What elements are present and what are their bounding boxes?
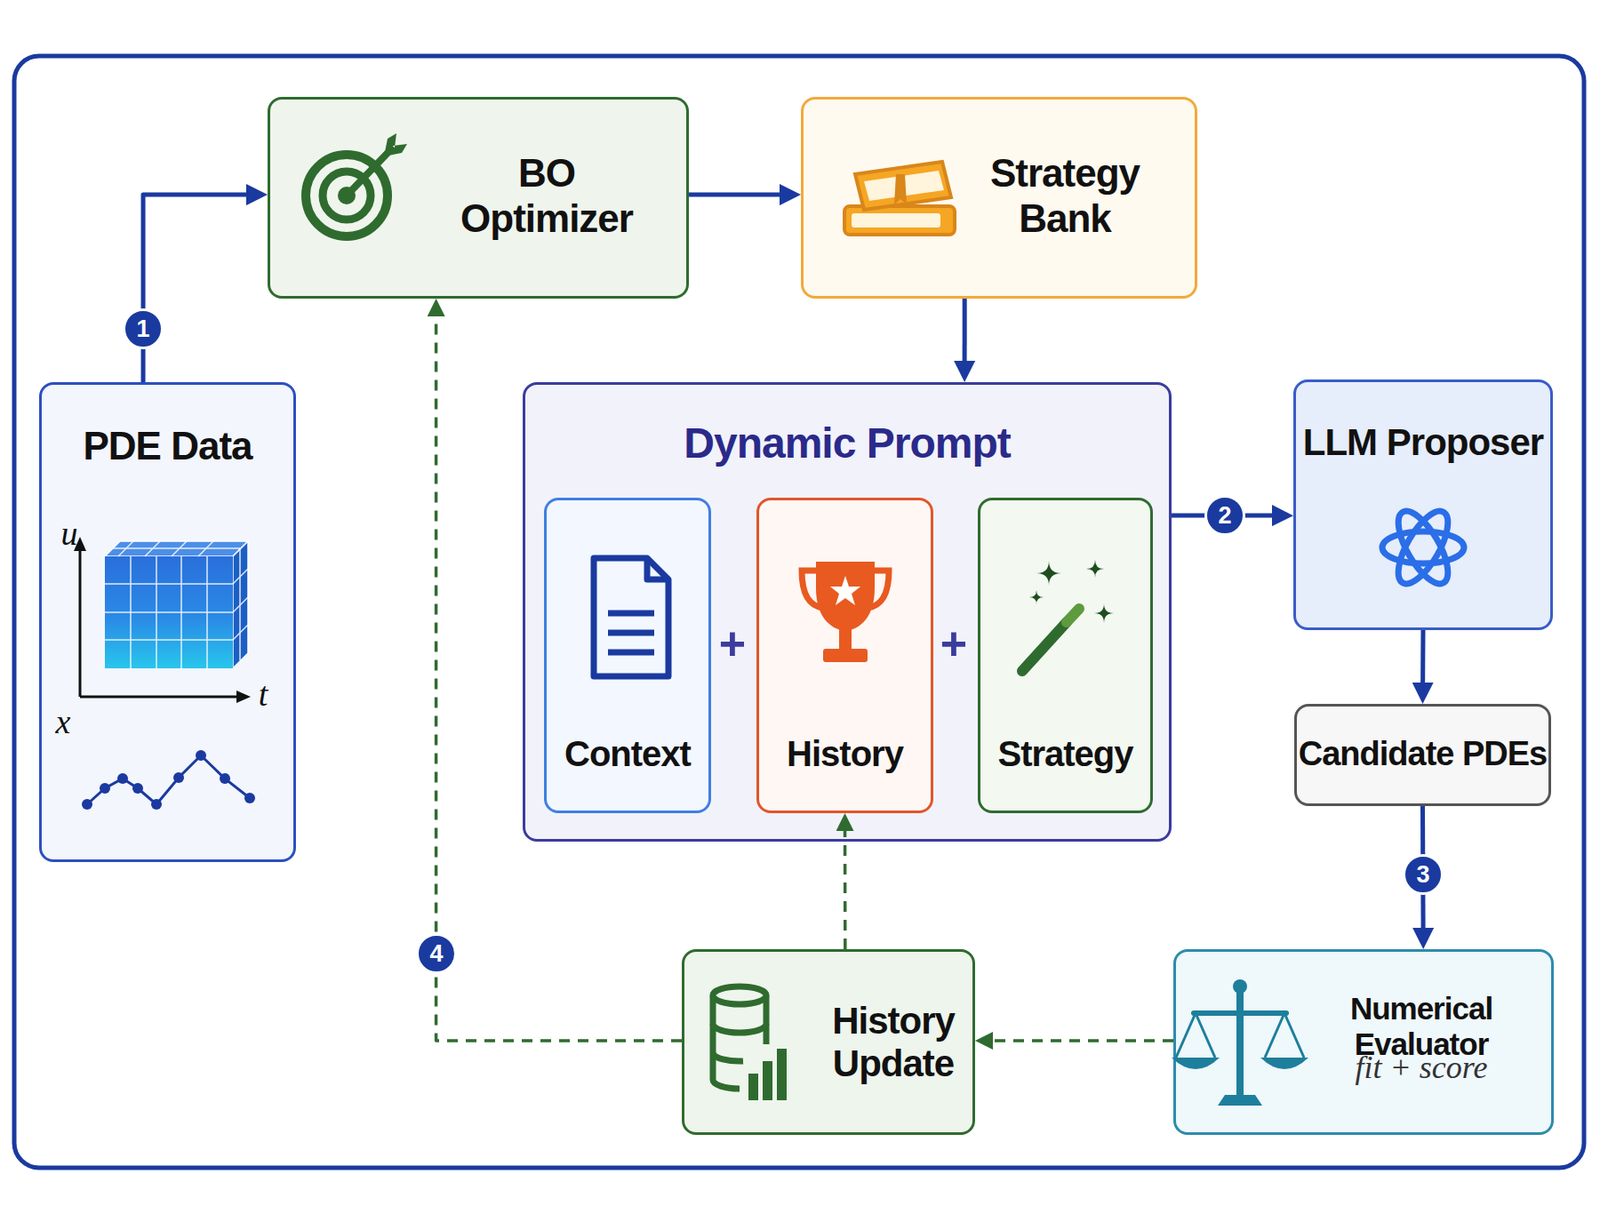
books-icon xyxy=(844,161,955,235)
target-icon xyxy=(305,133,408,237)
llm-logo xyxy=(1382,504,1464,592)
flow-arrow xyxy=(688,192,791,198)
flow-arrow xyxy=(962,298,968,372)
candidates-box: Candidate PDEs xyxy=(1294,704,1552,807)
node-title: Strategy Bank xyxy=(961,151,1168,241)
pde-data-illustration xyxy=(73,536,256,810)
node-title: PDE Data xyxy=(41,424,294,470)
node-subtitle: fit + score xyxy=(1288,1049,1555,1087)
evaluator-box: Numerical Evaluatorfit + score xyxy=(1173,949,1554,1136)
node-title: Context xyxy=(546,733,709,775)
node-title: BO Optimizer xyxy=(453,151,640,241)
document-icon xyxy=(593,558,669,677)
feedback-arrow xyxy=(984,1039,1174,1043)
feedback-arrow xyxy=(843,822,848,950)
trophy-icon xyxy=(801,561,889,663)
scales-icon xyxy=(1171,979,1309,1106)
strategy-bank-box: Strategy Bank xyxy=(800,96,1198,299)
strategy-box: Strategy xyxy=(977,497,1153,814)
node-title: LLM Proposer xyxy=(1296,421,1551,464)
node-title: Candidate PDEs xyxy=(1296,735,1549,775)
step-number: 1 xyxy=(122,308,164,350)
prompt-box: Dynamic PromptContext History Strategy xyxy=(522,382,1172,842)
flow-arrow xyxy=(143,194,257,383)
flow-arrow xyxy=(1420,630,1425,694)
step-number: 2 xyxy=(1204,495,1246,536)
node-title: History Update xyxy=(817,1000,969,1087)
step-number: 4 xyxy=(416,933,457,975)
step-number: 3 xyxy=(1402,854,1444,896)
context-box: Context xyxy=(544,497,712,814)
llm-box: LLM Proposer xyxy=(1293,379,1553,631)
update-box: History Update xyxy=(681,949,976,1136)
history-box: History xyxy=(756,497,934,814)
frame-border xyxy=(14,56,1584,1168)
optimizer-box: BO Optimizer xyxy=(267,96,689,299)
feedback-arrow xyxy=(436,307,682,1041)
node-title: Strategy xyxy=(980,733,1151,775)
database-icon xyxy=(712,986,787,1101)
flow-arrow xyxy=(1171,512,1283,518)
magic-wand-icon xyxy=(1022,560,1114,672)
node-title: Dynamic Prompt xyxy=(525,418,1169,468)
flow-arrow xyxy=(1420,806,1426,939)
node-title: History xyxy=(759,733,931,775)
data-box: PDE Data xyxy=(39,382,296,863)
